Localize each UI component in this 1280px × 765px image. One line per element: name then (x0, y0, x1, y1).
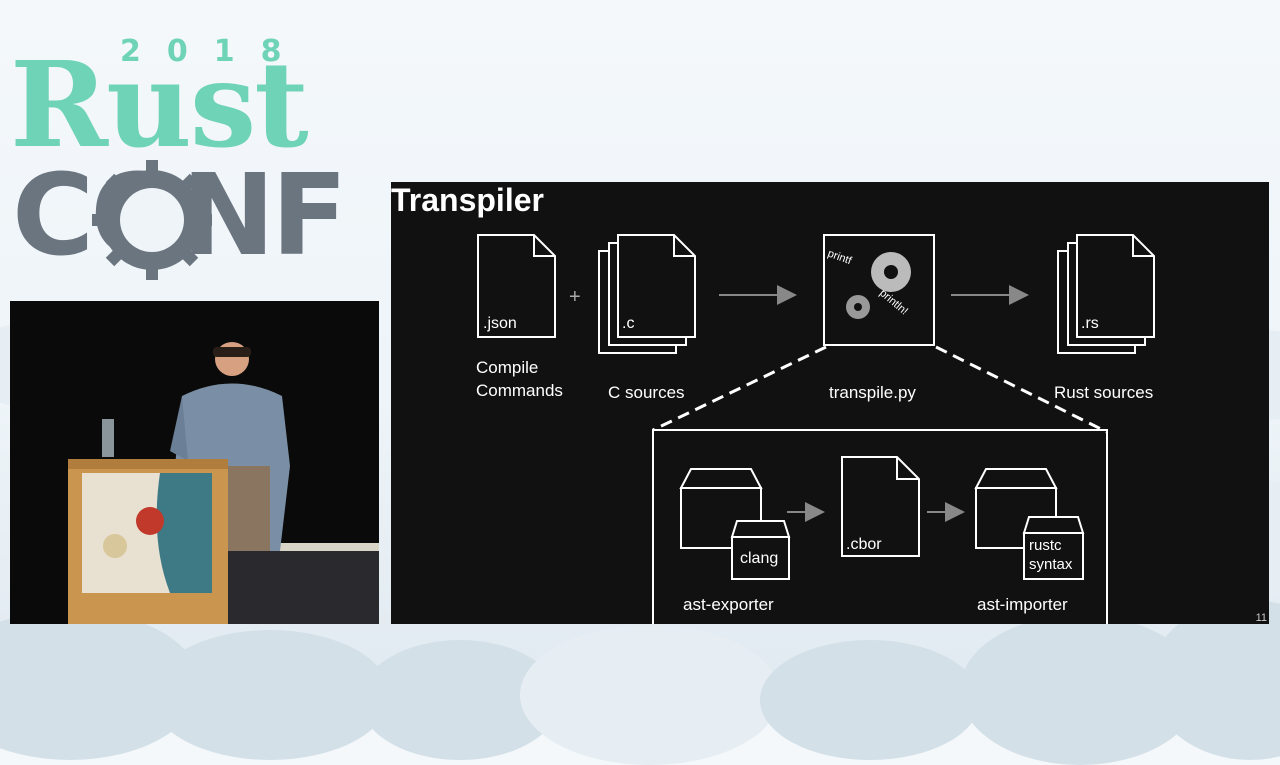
rs-files-icon (1058, 235, 1154, 353)
clang-label: clang (740, 550, 778, 567)
speaker-video (10, 301, 379, 624)
cbor-file-label: .cbor (846, 536, 882, 553)
transpiler-diagram: .json + .c printf println! (391, 182, 1269, 624)
c-file-label: .c (622, 315, 634, 332)
slide-title: Transpiler (391, 182, 544, 219)
rust-sources-label: Rust sources (1054, 383, 1153, 402)
printf-label: printf (826, 248, 854, 268)
c-files-icon (599, 235, 695, 353)
syntax-label: syntax (1029, 556, 1073, 573)
transpile-py-label: transpile.py (829, 383, 916, 402)
ast-importer-label: ast-importer (977, 595, 1068, 614)
rs-file-label: .rs (1081, 315, 1099, 332)
c-sources-label: C sources (608, 383, 685, 402)
slide-page-number: 11 (1256, 612, 1267, 624)
json-file-label: .json (483, 315, 517, 332)
compile-commands-line2: Commands (476, 381, 563, 400)
gear-logo-icon (90, 158, 214, 282)
rustconf-logo: 2018 Rust CONF (8, 32, 388, 292)
plus-sign: + (569, 286, 581, 308)
presentation-slide: Transpiler .json + .c (391, 182, 1269, 624)
compile-commands-line1: Compile (476, 358, 538, 377)
rustc-label: rustc (1029, 537, 1062, 554)
ast-exporter-label: ast-exporter (683, 595, 774, 614)
logo-rust: Rust (10, 46, 307, 164)
